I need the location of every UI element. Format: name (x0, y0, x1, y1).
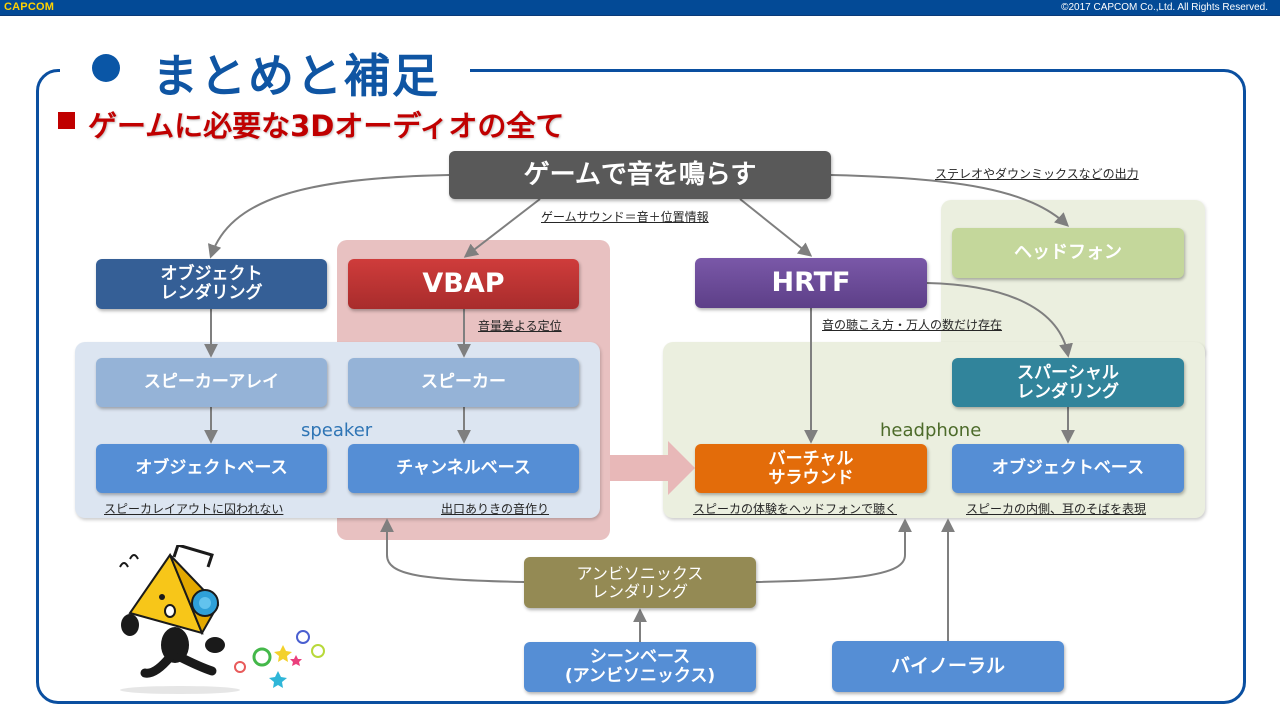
node-vbap: VBAP (348, 259, 579, 309)
node-headphones: ヘッドフォン (952, 228, 1184, 278)
note-game-sound: ゲームサウンド＝音＋位置情報 (541, 210, 709, 224)
note-stereo-output: ステレオやダウンミックスなどの出力 (935, 167, 1139, 181)
note-virtual-surround: スピーカの体験をヘッドフォンで聴く (693, 502, 898, 516)
note-hrtf: 音の聴こえ方・万人の数だけ存在 (822, 318, 1003, 332)
note-speaker-layout: スピーカレイアウトに囚われない (104, 502, 284, 516)
header-bar: CAPCOM ©2017 CAPCOM Co.,Ltd. All Rights … (0, 0, 1280, 16)
slide-title: まとめと補足 (152, 49, 440, 103)
node-object-rendering: オブジェクト レンダリング (96, 259, 327, 309)
note-inner-ear: スピーカの内側、耳のそばを表現 (966, 502, 1147, 516)
copyright-text: ©2017 CAPCOM Co.,Ltd. All Rights Reserve… (1061, 2, 1268, 13)
node-object-based-speaker: オブジェクトベース (96, 444, 327, 493)
node-channel-based: チャンネルベース (348, 444, 579, 493)
node-speaker-array: スピーカーアレイ (96, 358, 327, 407)
note-vbap: 音量差よる定位 (478, 319, 562, 333)
title-bullet-icon (92, 54, 120, 82)
slide-subtitle: ゲームに必要な3Dオーディオの全て (88, 109, 565, 143)
node-scene-based: シーンベース (アンビソニックス) (524, 642, 756, 692)
node-root: ゲームで音を鳴らす (449, 151, 831, 199)
node-spatial-rendering: スパーシャル レンダリング (952, 358, 1184, 407)
note-exit-first: 出口ありきの音作り (441, 502, 550, 516)
node-ambisonics-rendering: アンビソニックス レンダリング (524, 557, 756, 608)
mascot-character-with-headphones-icon (119, 545, 325, 694)
headphone-output-region (941, 200, 1205, 360)
node-object-based-headphone: オブジェクトベース (952, 444, 1184, 493)
subtitle-bullet-icon (58, 112, 75, 129)
node-speaker: スピーカー (348, 358, 579, 407)
node-hrtf: HRTF (695, 258, 927, 308)
brand-logo: CAPCOM (4, 1, 55, 13)
node-binaural: バイノーラル (832, 641, 1064, 692)
slide-frame (36, 69, 1246, 704)
headphone-region-label: headphone (880, 420, 982, 441)
speaker-region-label: speaker (301, 420, 373, 441)
frame-title-gap (60, 60, 470, 80)
node-virtual-surround: バーチャル サラウンド (695, 444, 927, 493)
